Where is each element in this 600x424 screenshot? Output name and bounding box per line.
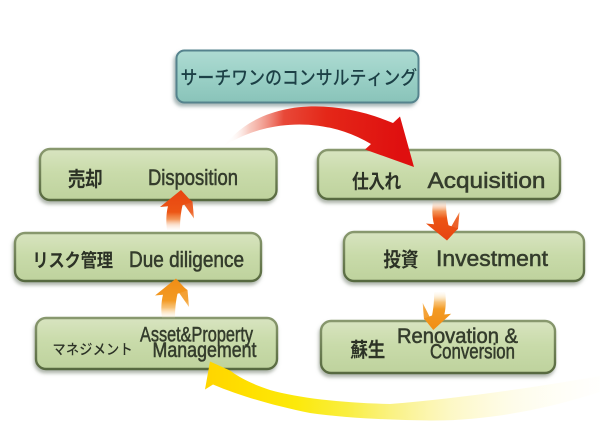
svg-text:Conversion: Conversion [430,340,515,364]
svg-text:Investment: Investment [436,246,548,271]
svg-text:Management: Management [153,338,257,362]
svg-text:Asset&Property: Asset&Property [140,323,253,347]
svg-text:Due diligence: Due diligence [129,247,244,272]
svg-text:Renovation &: Renovation & [397,324,518,348]
svg-text:Disposition: Disposition [148,165,238,190]
svg-text:Acquisition: Acquisition [428,168,546,193]
